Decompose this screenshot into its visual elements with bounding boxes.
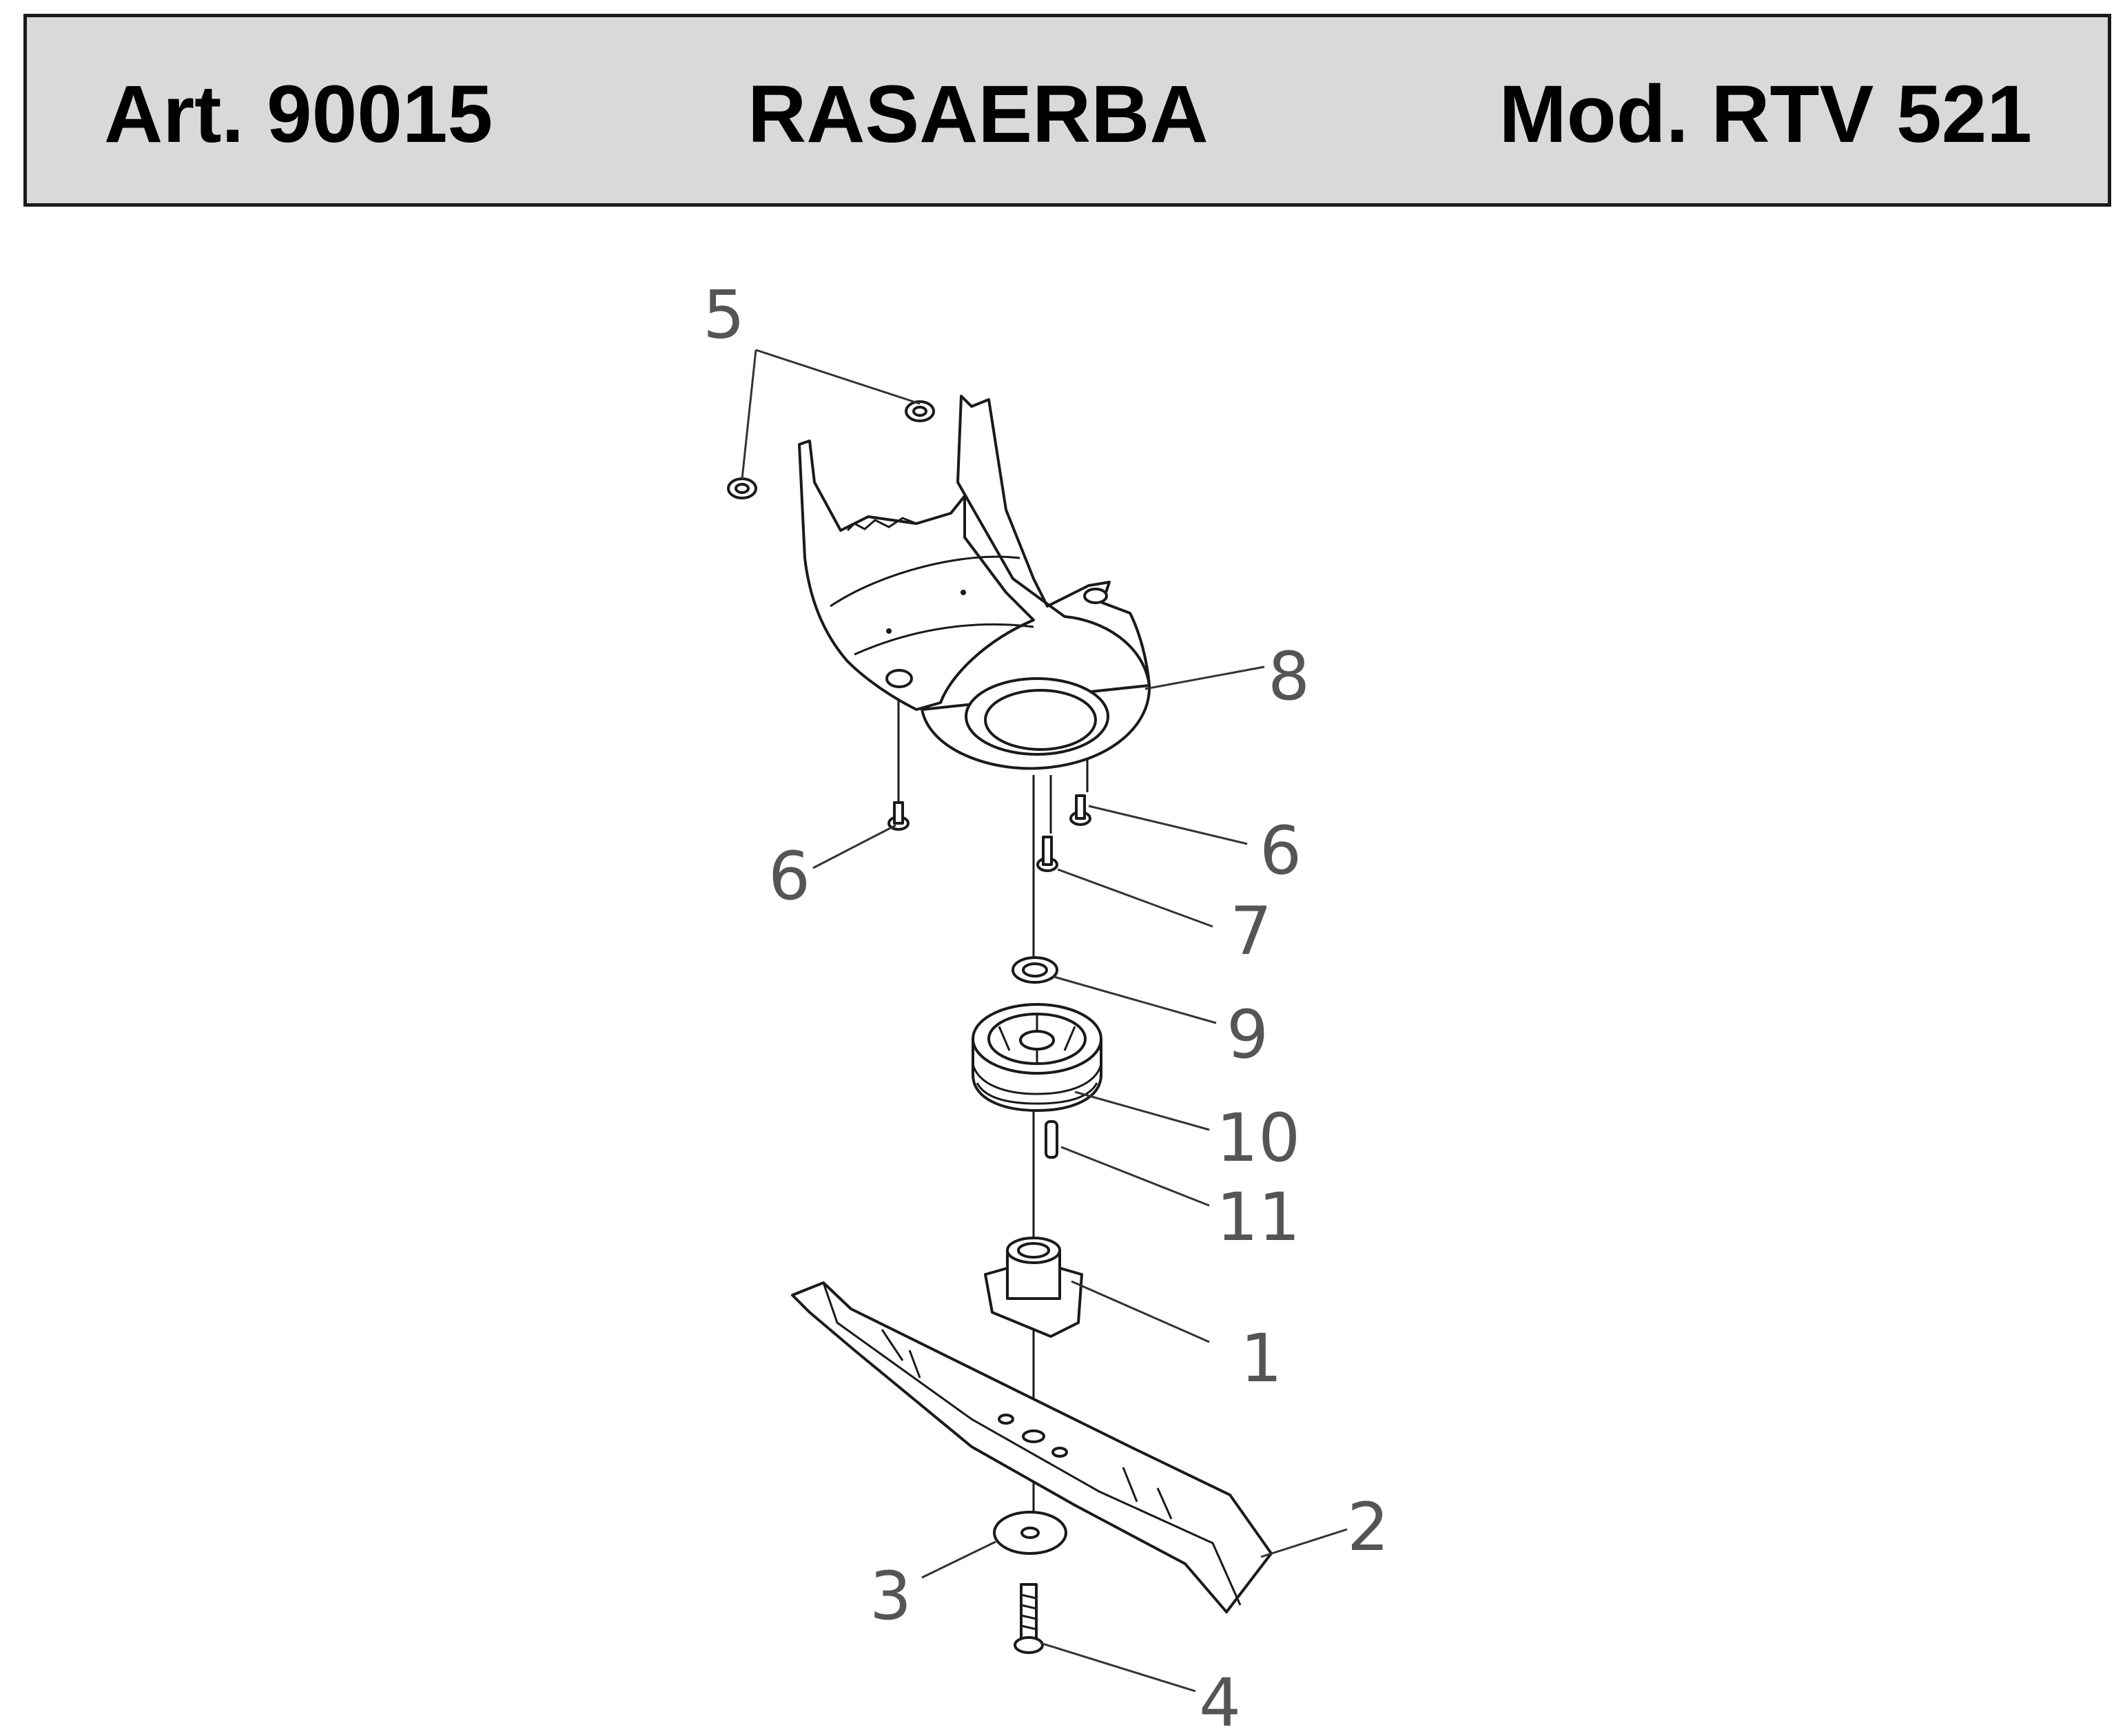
key-part	[1045, 1120, 1058, 1159]
callout-7: 7	[1230, 893, 1272, 970]
callout-2: 2	[1347, 1489, 1389, 1566]
callout-11: 11	[1216, 1179, 1300, 1256]
callout-4: 4	[1199, 1664, 1241, 1736]
nut-parts	[727, 400, 935, 499]
blade-washer-part	[993, 1511, 1067, 1555]
washer-part	[1012, 956, 1058, 984]
callout-labels: 5 8 6 6 7 9 10 11 1 2 3 4	[703, 276, 1389, 1736]
blade-housing-part	[798, 395, 1151, 770]
callout-10: 10	[1216, 1099, 1300, 1177]
blade-bolt-part	[1014, 1583, 1044, 1654]
blade-part	[791, 1281, 1273, 1613]
callout-9: 9	[1226, 996, 1269, 1073]
blade-hub-part	[984, 1237, 1083, 1338]
article-number: Art. 90015	[104, 69, 493, 160]
callout-1: 1	[1240, 1320, 1282, 1397]
leader-lines	[741, 349, 1348, 1693]
callout-5: 5	[703, 276, 745, 353]
callout-6-right: 6	[1260, 812, 1302, 889]
product-title: RASAERBA	[748, 69, 1209, 160]
callout-3: 3	[870, 1558, 912, 1635]
pulley-part	[972, 1003, 1102, 1112]
callout-6-left: 6	[768, 838, 810, 915]
screw-parts	[887, 794, 1091, 831]
title-bar: Art. 90015 RASAERBA Mod. RTV 521	[23, 14, 2111, 207]
callout-8: 8	[1268, 638, 1310, 715]
model-number: Mod. RTV 521	[1499, 69, 2032, 160]
center-screw-part	[1036, 836, 1058, 872]
